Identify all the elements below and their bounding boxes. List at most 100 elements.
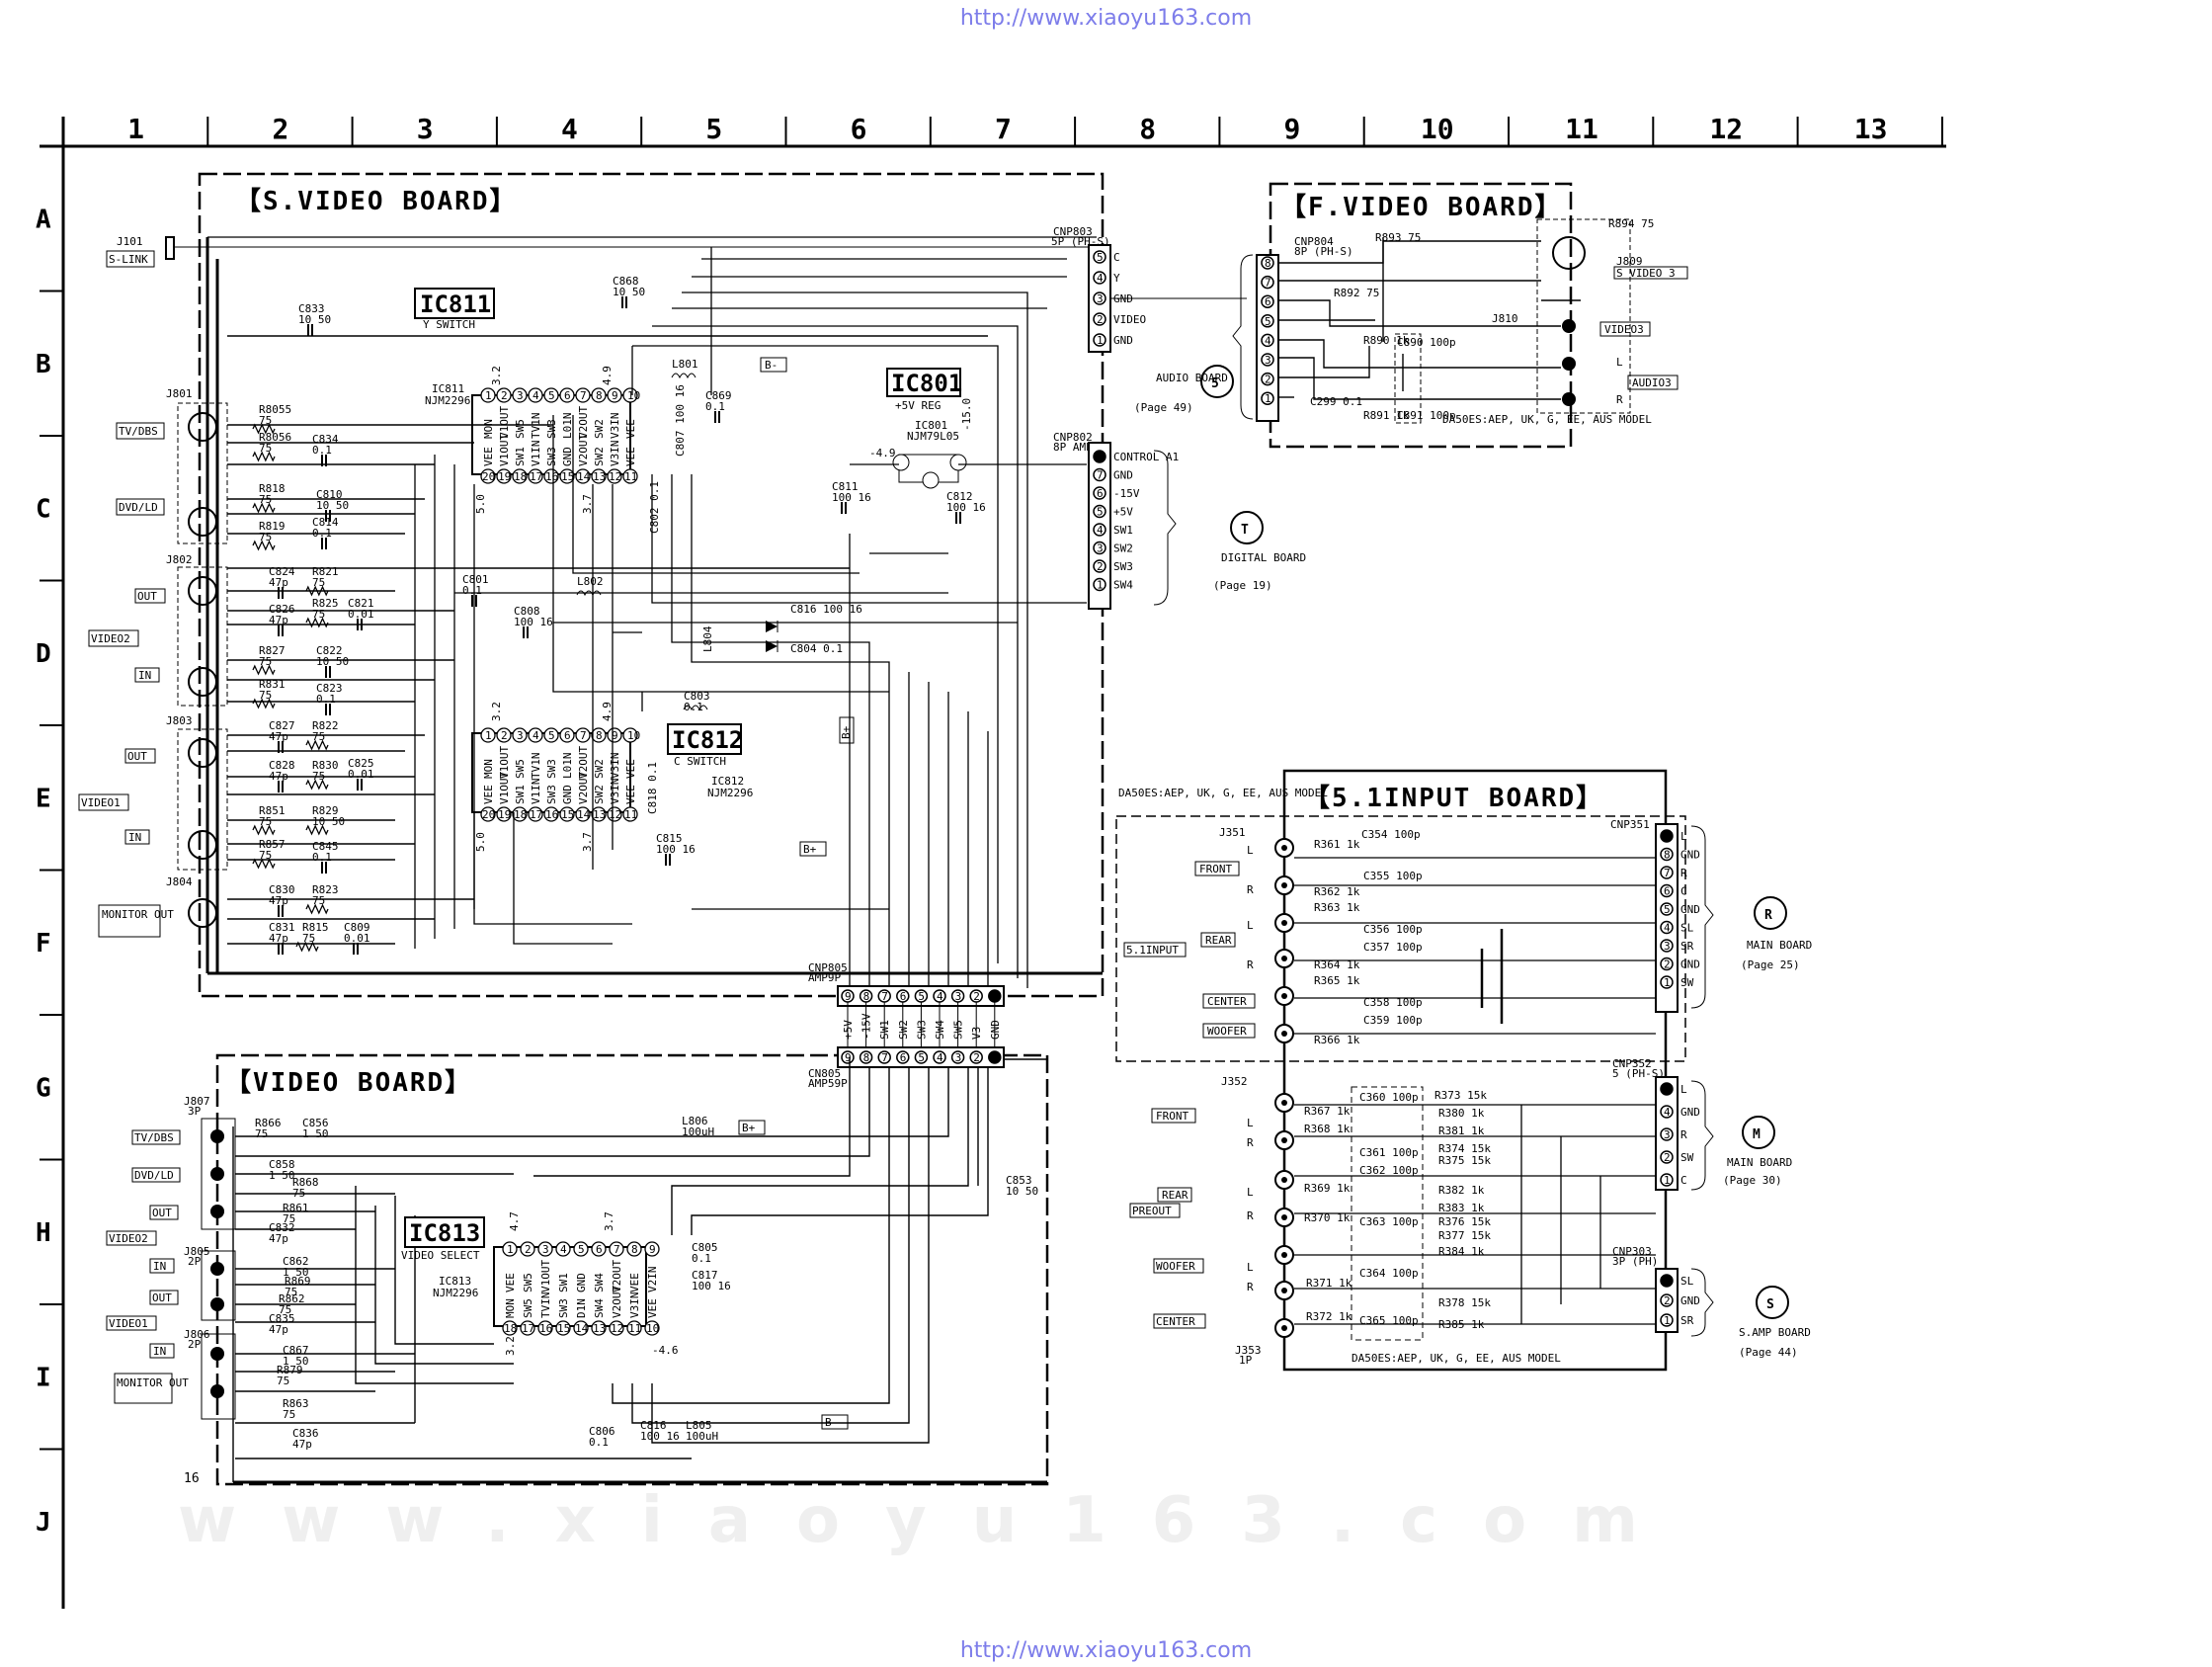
- svg-text:IC812: IC812: [711, 775, 744, 788]
- pin-name: SR: [1680, 940, 1694, 953]
- svg-text:2: 2: [1664, 959, 1671, 971]
- column-label: 13: [1854, 113, 1888, 145]
- svg-text:VEE: VEE: [628, 1273, 641, 1292]
- component-label: C825: [348, 757, 374, 770]
- video2-label: VIDEO2: [91, 632, 130, 645]
- samp-board-ref[interactable]: S S.AMP BOARD (Page 44): [1690, 1268, 1811, 1359]
- main-board-r-ref[interactable]: R MAIN BOARD (Page 25): [1690, 825, 1812, 1009]
- audio-board-ref[interactable]: 5 AUDIO BOARD (Page 49): [1134, 365, 1234, 414]
- svg-text:SW4: SW4: [593, 1298, 606, 1318]
- svg-text:J807: J807: [184, 1095, 210, 1108]
- component-label: C822: [316, 644, 343, 657]
- svg-text:SW5: SW5: [522, 1273, 534, 1292]
- component-label: C802 0.1: [648, 481, 661, 534]
- component-label: C856: [302, 1117, 329, 1129]
- svg-text:-4.6: -4.6: [652, 1344, 679, 1357]
- ic-pin: [591, 387, 607, 403]
- svg-text:7: 7: [614, 1243, 620, 1256]
- svg-text:1: 1: [1097, 334, 1104, 347]
- ic-pin: [528, 468, 543, 484]
- svg-text:9: 9: [845, 990, 852, 1003]
- main-board-m-ref[interactable]: M MAIN BOARD (Page 30): [1690, 1080, 1792, 1191]
- component-label: R372 1k: [1306, 1310, 1352, 1323]
- svg-text:VEE: VEE: [624, 419, 637, 439]
- svg-text:V2OUT: V2OUT: [577, 406, 590, 439]
- svg-text:CN805: CN805: [808, 1067, 841, 1080]
- svg-text:12: 12: [611, 1322, 623, 1335]
- component-label: R371 1k: [1306, 1277, 1352, 1290]
- svg-text:MON: MON: [482, 759, 495, 779]
- svg-text:OUT: OUT: [152, 1292, 172, 1304]
- component-label: R382 1k: [1438, 1184, 1485, 1197]
- svg-text:M: M: [1753, 1127, 1761, 1142]
- svg-text:11: 11: [624, 808, 637, 821]
- ic-pin: [622, 806, 638, 822]
- svg-text:DVD/LD: DVD/LD: [134, 1169, 174, 1182]
- digital-board-ref[interactable]: T DIGITAL BOARD (Page 19): [1153, 450, 1306, 606]
- svg-text:B+: B+: [840, 725, 853, 739]
- component-label: C832: [269, 1221, 295, 1234]
- ic-pin: [626, 1241, 642, 1257]
- component-label: R857: [259, 838, 286, 851]
- component-label: C365 100p: [1359, 1314, 1419, 1327]
- ic-pin: [480, 387, 496, 403]
- component-value: 75: [259, 849, 272, 862]
- jack-signal-lines: [227, 335, 988, 945]
- component-value: 1 50: [283, 1355, 309, 1368]
- svg-text:OUT: OUT: [152, 1207, 172, 1219]
- component-label: R830: [312, 759, 339, 772]
- svg-text:AUDIO3: AUDIO3: [1632, 376, 1672, 389]
- svg-text:SW5: SW5: [522, 1298, 534, 1318]
- svg-text:20: 20: [482, 808, 495, 821]
- component-value: 100uH: [686, 1430, 718, 1443]
- svg-text:8: 8: [1265, 257, 1271, 270]
- resistor-symbol: [252, 451, 276, 462]
- svg-text:TV/DBS: TV/DBS: [134, 1131, 174, 1144]
- svg-text:SW2: SW2: [593, 759, 606, 779]
- component-value: 47p: [269, 576, 288, 589]
- component-value: 75: [312, 608, 325, 621]
- component-label: R823: [312, 883, 339, 896]
- video-board-title: 【VIDEO BOARD】: [225, 1068, 472, 1098]
- connector-pin: [1660, 829, 1674, 843]
- component-label: C836: [292, 1427, 319, 1440]
- component-value: 0.1: [462, 584, 482, 597]
- component-value: 75: [285, 1286, 297, 1298]
- ic-pin: [512, 806, 528, 822]
- svg-text:SW2: SW2: [593, 785, 606, 804]
- header-url[interactable]: http://www.xiaoyu163.com: [959, 6, 1253, 31]
- component-label: R818: [259, 482, 286, 495]
- svg-text:J802: J802: [166, 553, 193, 566]
- s-video-board-title: 【S.VIDEO BOARD】: [235, 187, 518, 216]
- ic-pin: [496, 387, 512, 403]
- svg-text:18: 18: [514, 470, 527, 483]
- ic-pin: [573, 1320, 589, 1336]
- svg-text:B-: B-: [765, 359, 778, 372]
- component-label: C826: [269, 603, 295, 616]
- component-label: C828: [269, 759, 295, 772]
- component-label: C868: [613, 275, 639, 288]
- svg-text:10: 10: [646, 1322, 659, 1335]
- connector-pin: [1660, 920, 1674, 935]
- component-label: C818 0.1: [646, 762, 659, 814]
- footer-url[interactable]: http://www.xiaoyu163.com: [959, 1638, 1253, 1663]
- svg-text:B+: B+: [803, 843, 817, 856]
- column-label: 8: [1139, 113, 1156, 145]
- component-label: C809: [344, 921, 370, 934]
- connector-pin: [1261, 314, 1274, 328]
- svg-text:TVIN: TVIN: [539, 1292, 552, 1319]
- component-value: 0.1: [312, 444, 332, 457]
- svg-text:2: 2: [501, 389, 508, 402]
- j804-jack: J804: [166, 875, 217, 928]
- connector-pin: [877, 1050, 891, 1064]
- component-label: C845: [312, 840, 339, 853]
- component-label: C831: [269, 921, 295, 934]
- pin-name: VIDEO: [1113, 313, 1146, 326]
- svg-text:3: 3: [542, 1243, 549, 1256]
- component-label: C810: [316, 488, 343, 501]
- svg-text:8: 8: [863, 1051, 870, 1064]
- svg-text:CNP805: CNP805: [808, 961, 848, 974]
- svg-text:MONITOR OUT: MONITOR OUT: [117, 1376, 189, 1389]
